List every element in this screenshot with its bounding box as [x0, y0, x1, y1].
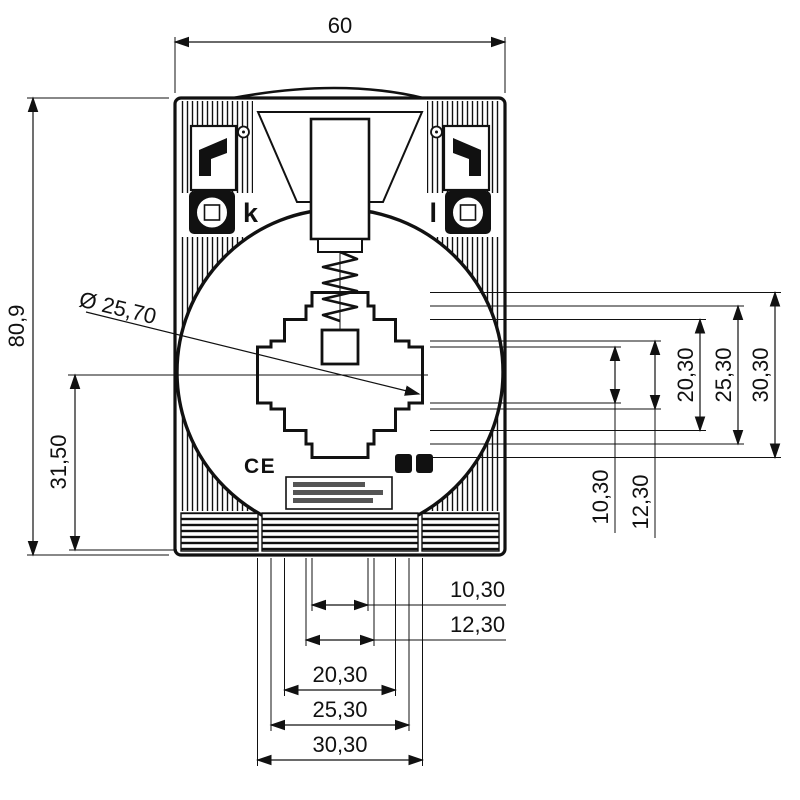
vent-slots-right: [421, 512, 500, 552]
screw-hole-left-dot: [242, 130, 245, 134]
dim-center-bottom-label: 31,50: [46, 434, 71, 489]
dim-right-2530-label: 25,30: [711, 347, 736, 402]
certification-icon-right: [416, 454, 433, 473]
clamp-screw-collar: [317, 238, 363, 253]
dim-right-1030-label: 10,30: [588, 469, 613, 524]
nameplate-text-line-1: [293, 482, 365, 487]
dim-right-3030-label: 30,30: [748, 347, 773, 402]
ce-mark-label: CE: [244, 455, 276, 478]
dim-right-1230-label: 12,30: [628, 474, 653, 529]
certification-icon: [395, 454, 433, 473]
extension-lines: [27, 37, 781, 766]
terminal-l-label: l: [429, 198, 437, 228]
dim-overall-width-label: 60: [328, 13, 352, 38]
clamp-nut: [320, 328, 360, 366]
terminal-k-slot: [203, 204, 221, 221]
transformer-body: k l CE: [68, 86, 507, 557]
terminal-l-slot: [459, 204, 477, 221]
screw-hole-right-dot: [435, 130, 438, 134]
clamp-spring: [321, 250, 359, 323]
nameplate-text-line-3: [293, 498, 373, 503]
certification-icon-left: [395, 454, 412, 473]
dim-right-2030-label: 20,30: [673, 347, 698, 402]
dim-bottom-1230-label: 12,30: [450, 612, 505, 637]
marking-symbol-right: [453, 138, 481, 176]
marking-symbol-left: [199, 138, 227, 176]
dim-bottom-2030-label: 20,30: [312, 662, 367, 687]
diameter-leader-line: [85, 311, 421, 396]
vent-slots-left: [180, 512, 259, 552]
clamp-screw-body: [309, 117, 371, 241]
top-cover-arc: [232, 86, 424, 100]
dim-overall-height-label: 80,9: [4, 305, 29, 348]
dim-bottom-3030-label: 30,30: [312, 732, 367, 757]
vent-slots-center: [261, 512, 419, 552]
dim-bottom-1030-label: 10,30: [450, 577, 505, 602]
dim-diameter-label: Ø 25,70: [77, 287, 159, 330]
dim-bottom-2530-label: 25,30: [312, 697, 367, 722]
terminal-k-label: k: [243, 198, 259, 228]
dimension-lines: [27, 36, 781, 766]
nameplate-text-line-2: [293, 490, 383, 495]
